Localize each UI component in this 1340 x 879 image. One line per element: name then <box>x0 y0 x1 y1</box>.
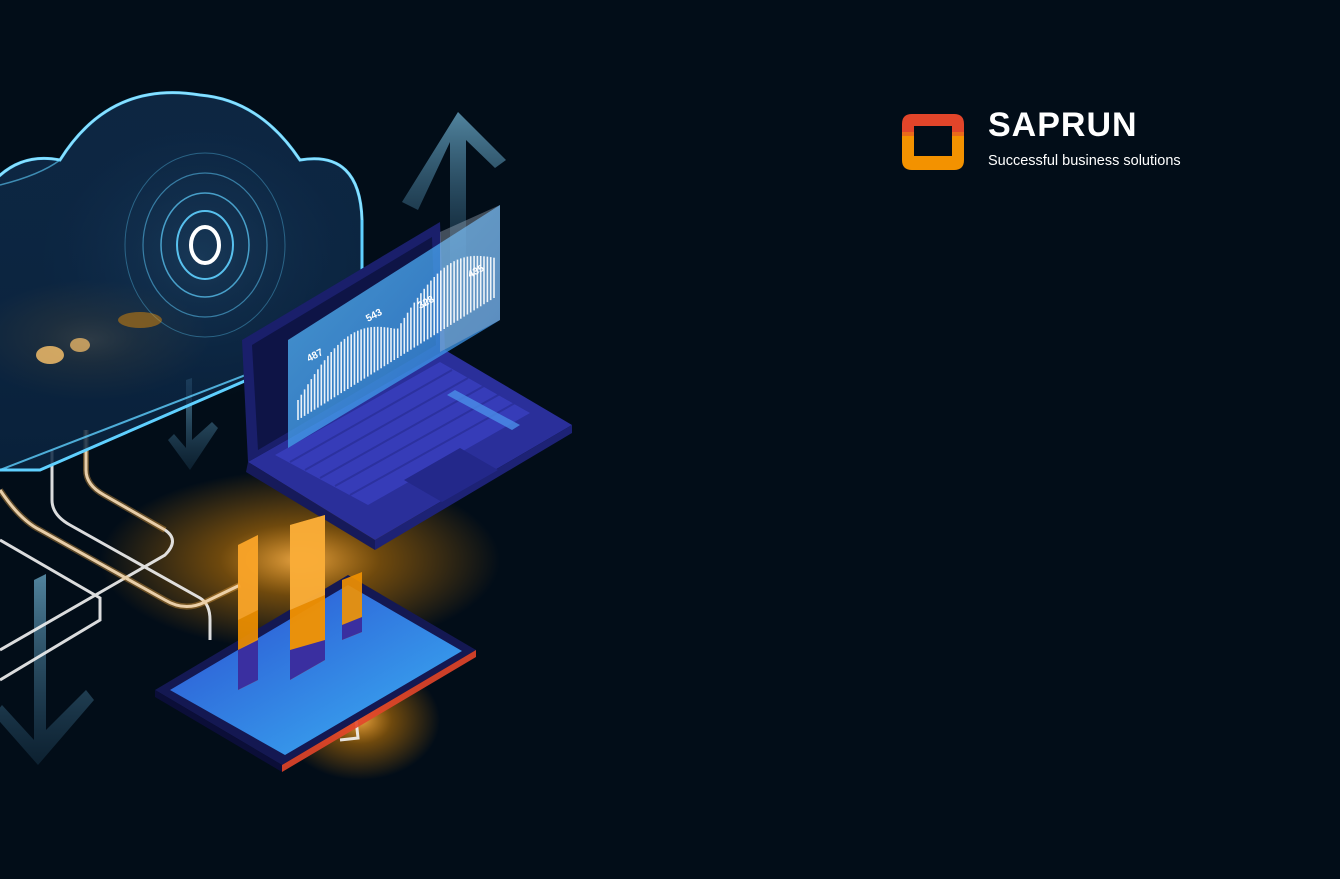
arrow-down-icon <box>0 574 94 765</box>
hero-illustration: 487 543 328 435 <box>0 91 572 780</box>
arrow-down-icon <box>168 378 218 470</box>
floating-chart-screen: 487 543 328 435 <box>288 205 500 448</box>
brand-name: SAPRUN <box>988 106 1138 144</box>
arrow-up-icon <box>402 112 506 268</box>
brand-tagline: Successful business solutions <box>988 153 1181 169</box>
tablet-icon <box>155 575 476 772</box>
logo-mark-icon <box>902 114 964 170</box>
cloud-icon <box>0 91 364 472</box>
brand-logo: SAPRUN Successful business solutions <box>900 106 1210 176</box>
bar-columns <box>238 515 362 690</box>
